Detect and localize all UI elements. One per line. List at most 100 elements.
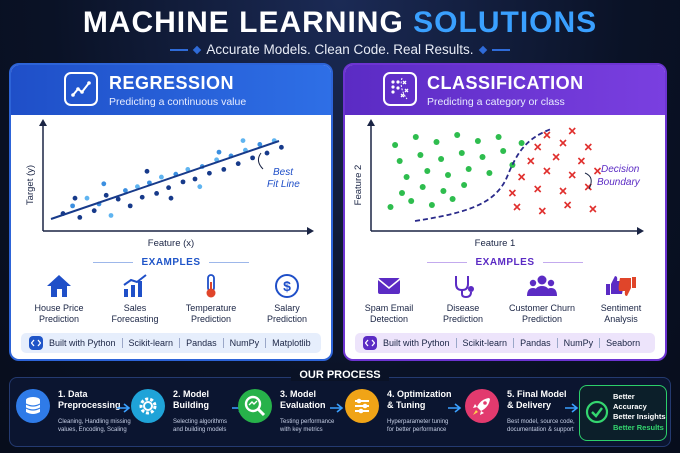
- regression-point: [168, 195, 174, 201]
- database-icon: [16, 389, 50, 423]
- house-icon: [47, 275, 71, 297]
- regression-point: [180, 179, 186, 185]
- envelope-icon: [377, 278, 401, 294]
- class-b-point: [538, 207, 546, 215]
- regression-point: [257, 142, 263, 147]
- result-results: Better Results: [613, 423, 664, 432]
- regression-point: [123, 188, 128, 193]
- regression-point: [166, 185, 172, 191]
- page-title: MACHINE LEARNING SOLUTIONS: [0, 6, 680, 40]
- users-icon: [527, 275, 557, 296]
- tool-pandas: Pandas: [513, 338, 557, 348]
- class-a-point: [419, 184, 426, 190]
- regression-point: [84, 195, 90, 201]
- tool-matplotlib: Matplotlib: [265, 338, 317, 348]
- regression-point: [103, 192, 109, 198]
- step-title: 4. Optimization& Tuning: [387, 389, 452, 410]
- class-a-point: [417, 152, 424, 158]
- class-a-point: [518, 140, 525, 146]
- thumbs-icon: [606, 276, 636, 296]
- class-a-point: [461, 182, 468, 188]
- arrow-icon: [565, 400, 579, 413]
- regression-point: [154, 191, 160, 196]
- examples-label: EXAMPLES: [475, 257, 535, 268]
- arrow-icon: [448, 400, 462, 413]
- class-b-point: [518, 173, 526, 181]
- class-a-point: [392, 142, 399, 148]
- regression-point: [192, 176, 198, 182]
- class-b-point: [584, 143, 592, 151]
- process-section: [9, 377, 671, 447]
- subtitle-text: Accurate Models. Clean Code. Real Result…: [206, 42, 474, 57]
- class-b-point: [559, 187, 567, 195]
- classification-scatter-icon: [383, 72, 417, 106]
- step-desc: Best model, source code,documentation & …: [507, 419, 575, 433]
- class-b-point: [564, 201, 572, 209]
- class-b-point: [568, 127, 576, 135]
- regression-examples-header: EXAMPLES: [11, 257, 331, 268]
- class-a-point: [403, 174, 410, 180]
- tool-numpy: NumPy: [222, 338, 266, 348]
- regression-point: [235, 161, 241, 167]
- tool-sklearn: Scikit-learn: [455, 338, 514, 348]
- regression-x-label: Feature (x): [148, 238, 194, 249]
- regression-point: [101, 181, 107, 187]
- class-a-point: [465, 166, 472, 172]
- chart-trend-icon: [123, 274, 147, 297]
- regression-point: [264, 150, 270, 156]
- arrow-icon: [117, 400, 131, 413]
- tool-seaborn: Seaborn: [599, 338, 646, 348]
- regression-point: [139, 194, 145, 200]
- class-a-point: [474, 138, 481, 144]
- decision-boundary-label: Decision: [601, 164, 640, 175]
- class-b-point: [543, 167, 551, 175]
- page-header: MACHINE LEARNING SOLUTIONS Accurate Mode…: [0, 6, 680, 57]
- regression-title: REGRESSION: [109, 73, 235, 93]
- thermometer-icon: [206, 274, 216, 298]
- regression-point: [279, 144, 284, 150]
- regression-scatter-plot: Target (y) Feature (x) Best Fit Line: [25, 119, 314, 249]
- class-a-point: [500, 148, 507, 154]
- class-a-point: [438, 156, 445, 162]
- classification-examples-header: EXAMPLES: [345, 257, 665, 268]
- tool-python: Built with Python: [49, 338, 116, 348]
- process-title: OUR PROCESS: [291, 369, 389, 381]
- classification-scatter-plot: Feature 2 Feature 1 Decision Boundary: [353, 119, 644, 249]
- regression-subtitle: Predicting a continuous value: [109, 96, 247, 108]
- class-b-point: [559, 139, 567, 147]
- class-a-point: [449, 196, 456, 202]
- regression-point: [250, 155, 256, 161]
- class-b-point: [577, 157, 585, 165]
- code-icon: [363, 336, 377, 350]
- stethoscope-icon: [455, 276, 474, 299]
- regression-point: [207, 170, 212, 176]
- class-a-point: [428, 202, 435, 208]
- regression-point: [115, 196, 121, 202]
- class-b-point: [552, 153, 560, 161]
- regression-point: [70, 203, 75, 209]
- class-b-point: [508, 189, 516, 197]
- class-a-point: [424, 168, 431, 174]
- class-a-point: [396, 158, 403, 164]
- gear-icon: [131, 389, 165, 423]
- regression-point: [127, 203, 133, 209]
- regression-point: [91, 208, 97, 214]
- dollar-icon: $: [275, 274, 299, 298]
